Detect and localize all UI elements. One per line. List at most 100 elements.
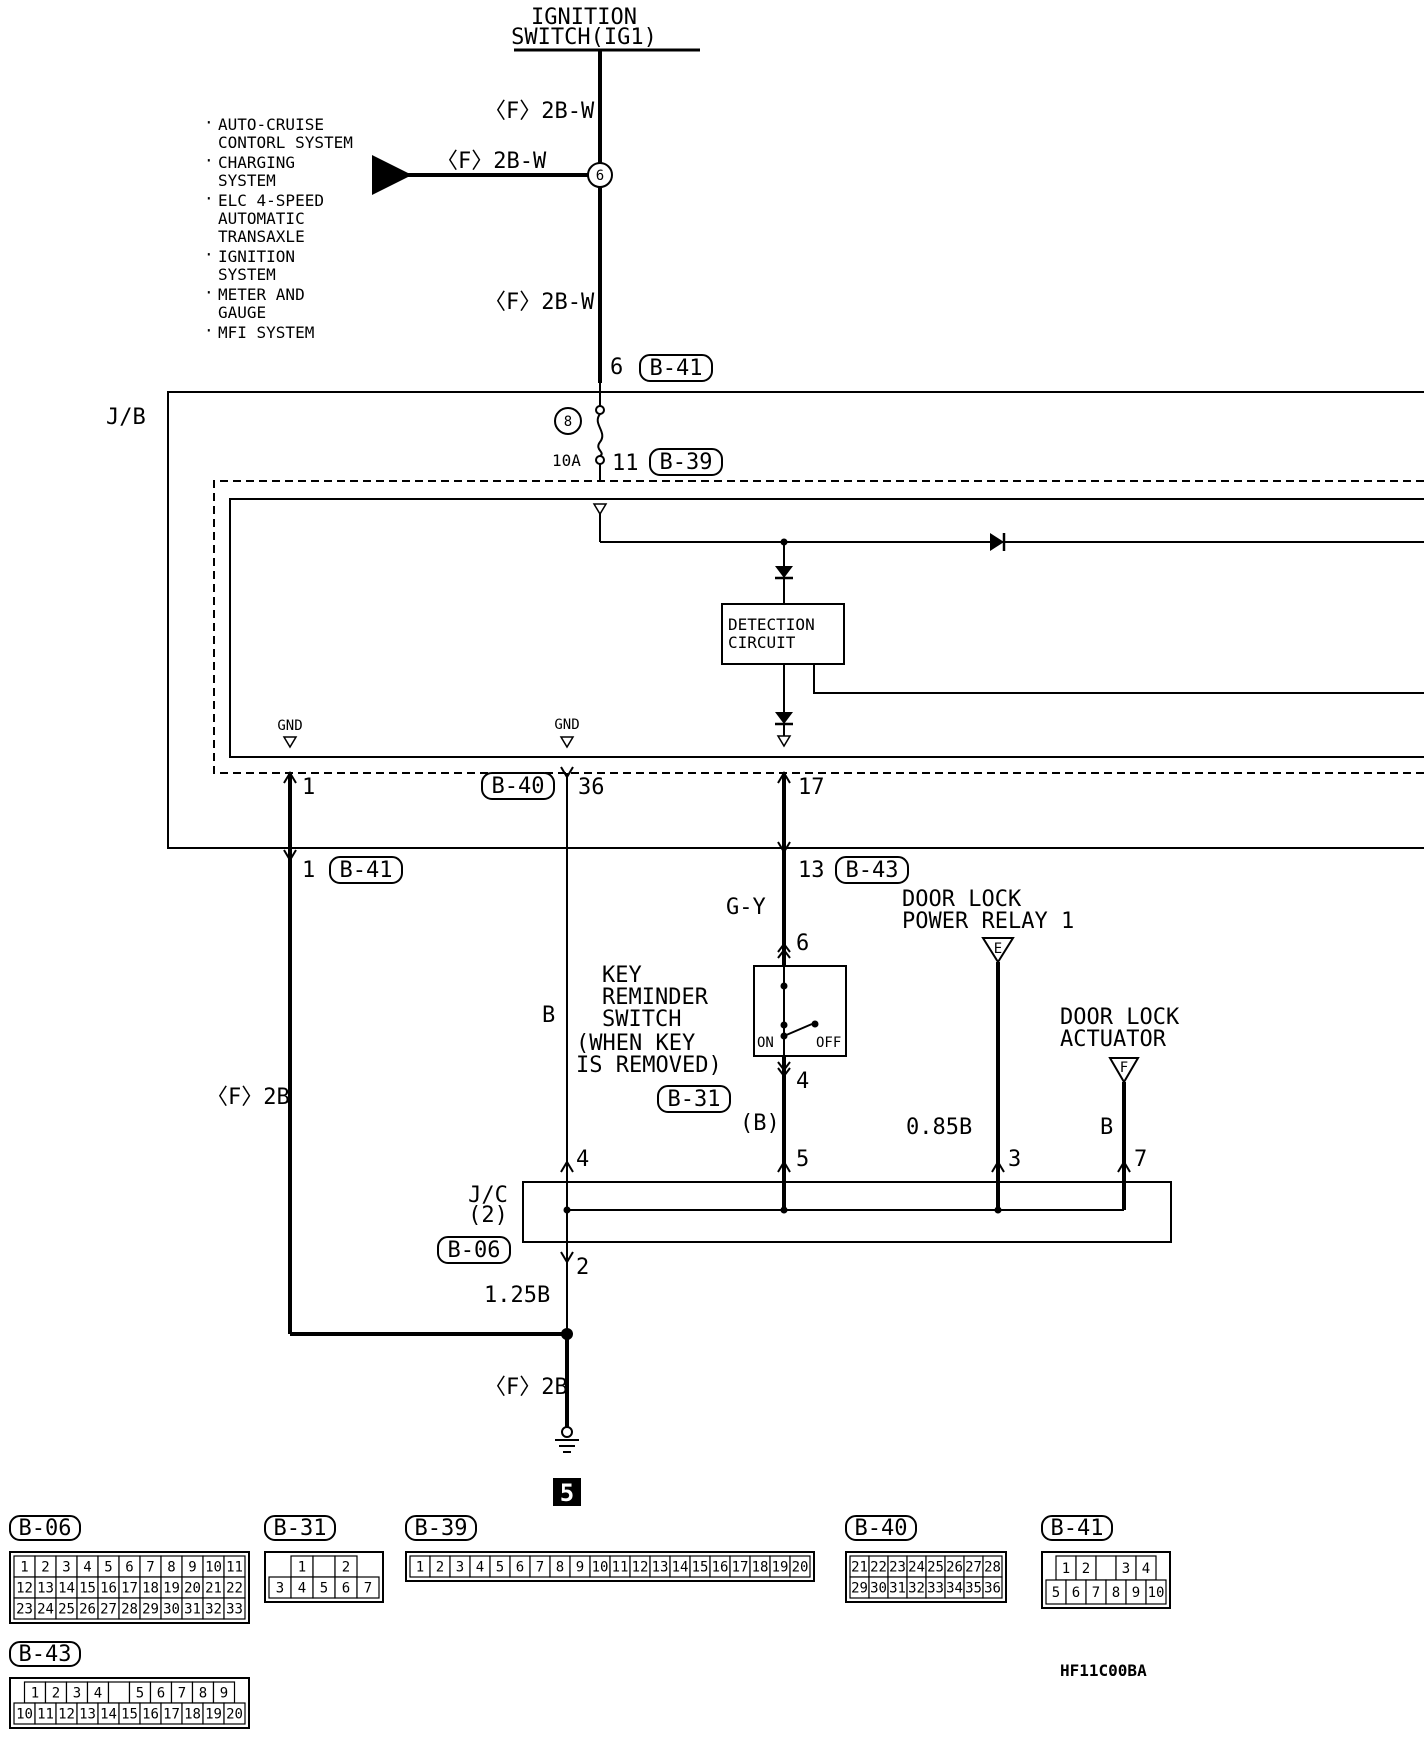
connector-name-tag — [264, 1515, 336, 1541]
detection-circuit-box — [721, 603, 845, 665]
pin-7-jc: 7 — [1134, 1147, 1147, 1172]
connector-pin-number: 1 — [416, 1560, 424, 1576]
connector-pin-number: 10 — [1148, 1585, 1165, 1601]
connector-pin-number: 4 — [476, 1560, 484, 1576]
svg-text:REMINDER: REMINDER — [602, 985, 709, 1010]
connector-pin-number: 12 — [58, 1707, 75, 1723]
connector-pin-number: 4 — [298, 1581, 306, 1597]
splice-number: 6 — [596, 168, 604, 184]
fuse-rating: 10A — [552, 451, 581, 470]
svg-text:B-06: B-06 — [448, 1238, 501, 1263]
connector-pin-number: 17 — [163, 1707, 180, 1723]
connector-pin-number: 8 — [167, 1560, 175, 1576]
gnd-label-1: GND — [277, 718, 302, 734]
connector-pin-number: 27 — [965, 1560, 982, 1576]
connector-pin-number: 5 — [1052, 1585, 1060, 1601]
connector-pin-number: 28 — [121, 1602, 138, 1618]
connector-pin-number: 14 — [100, 1707, 117, 1723]
connector-pin-number: 10 — [205, 1560, 222, 1576]
connector-tag-b31: B-31 — [657, 1085, 731, 1113]
detection-output-wire — [813, 664, 1424, 694]
connector-cavity — [312, 1555, 336, 1578]
jc-box — [522, 1181, 1172, 1243]
connector-name: B-40 — [855, 1516, 908, 1541]
connector-pin-number: 32 — [908, 1581, 925, 1597]
svg-text:METER AND: METER AND — [218, 285, 305, 304]
svg-text:·: · — [204, 113, 214, 132]
connector-cavity — [789, 1555, 811, 1578]
connector-pin-number: 14 — [672, 1560, 689, 1576]
connector-cavity — [223, 1597, 246, 1620]
connector-name-tag — [845, 1515, 917, 1541]
svg-text:GAUGE: GAUGE — [218, 303, 266, 322]
connector-pin-number: 6 — [157, 1686, 165, 1702]
svg-text:IGNITION: IGNITION — [531, 5, 637, 30]
connector-cavity — [982, 1576, 1003, 1599]
ground-point-badge — [553, 1478, 581, 1506]
wire-label-125b: 1.25B — [484, 1283, 550, 1308]
connector-pin-number: 15 — [79, 1581, 96, 1597]
connector-pin-number: 6 — [125, 1560, 133, 1576]
svg-text:B-31: B-31 — [668, 1087, 721, 1112]
connector-pin-number: 9 — [188, 1560, 196, 1576]
connector-pin-number: 7 — [536, 1560, 544, 1576]
connector-pin-number: 7 — [1092, 1585, 1100, 1601]
connector-name: B-39 — [415, 1516, 468, 1541]
connector-pin-number: 31 — [184, 1602, 201, 1618]
connector-pin-number: 24 — [37, 1602, 54, 1618]
connector-name-tag — [9, 1641, 81, 1667]
connector-pin-number: 9 — [576, 1560, 584, 1576]
svg-text:IS REMOVED): IS REMOVED) — [576, 1053, 722, 1078]
connector-pin-number: 23 — [889, 1560, 906, 1576]
svg-text:B-41: B-41 — [340, 858, 393, 883]
connector-name: B-43 — [19, 1642, 72, 1667]
connector-tag-b41-top: B-41 — [639, 354, 713, 382]
svg-text:·: · — [204, 151, 214, 170]
connector-pin-number: 3 — [73, 1686, 81, 1702]
pin-1a: 1 — [302, 775, 315, 800]
fuse-terminal-bottom — [595, 455, 605, 465]
wire-label-gy: G-Y — [726, 895, 766, 920]
svg-text:AUTOMATIC: AUTOMATIC — [218, 209, 305, 228]
gnd-icon-2 — [559, 736, 575, 749]
connector-cavity — [1095, 1555, 1117, 1581]
wire-label-w2: 〈F〉2B-W — [436, 149, 547, 174]
connector-pin-number: 2 — [41, 1560, 49, 1576]
connector-pin-number: 2 — [1082, 1561, 1090, 1577]
connector-pin-number: 11 — [226, 1560, 243, 1576]
connector-pin-number: 1 — [298, 1560, 306, 1576]
svg-text:·: · — [204, 189, 214, 208]
pin-11: 11 — [612, 451, 639, 476]
connector-pin-number: 32 — [205, 1602, 222, 1618]
pin-36: 36 — [578, 775, 605, 800]
connector-tag-b06: B-06 — [437, 1236, 511, 1264]
connector-cavity — [356, 1576, 380, 1599]
wire-label-f2b-bottom: 〈F〉2B — [484, 1375, 568, 1400]
svg-text:MFI SYSTEM: MFI SYSTEM — [218, 323, 314, 342]
door-lock-actuator-label: DOOR LOCK ACTUATOR — [1060, 1005, 1180, 1052]
svg-text:ELC 4-SPEED: ELC 4-SPEED — [218, 191, 324, 210]
connector-pin-number: 10 — [16, 1707, 33, 1723]
connector-pin-number: 18 — [184, 1707, 201, 1723]
ground-number: 5 — [560, 1479, 574, 1507]
wire-label-w1: 〈F〉2B-W — [484, 99, 595, 124]
connector-pin-number: 7 — [146, 1560, 154, 1576]
connector-pin-number: 27 — [100, 1602, 117, 1618]
svg-text:·: · — [204, 245, 214, 264]
connector-pin-number: 20 — [184, 1581, 201, 1597]
systems-list: ·AUTO-CRUISE CONTORL SYSTEM ·CHARGING SY… — [204, 113, 353, 342]
svg-text:TRANSAXLE: TRANSAXLE — [218, 227, 305, 246]
jb-inner-dashed — [213, 480, 1424, 774]
connector-name: B-31 — [274, 1516, 327, 1541]
fuse-number: 8 — [564, 414, 572, 430]
connector-pin-number: 18 — [142, 1581, 159, 1597]
wire-label-b-left: B — [542, 1003, 555, 1028]
connector-tag-b43: B-43 — [835, 856, 909, 884]
svg-text:CHARGING: CHARGING — [218, 153, 295, 172]
connector-pin-number: 1 — [1062, 1561, 1070, 1577]
pin-6-switch: 6 — [796, 931, 809, 956]
connector-pin-number: 26 — [946, 1560, 963, 1576]
svg-text:POWER RELAY 1: POWER RELAY 1 — [902, 909, 1074, 934]
connector-pin-number: 12 — [632, 1560, 649, 1576]
